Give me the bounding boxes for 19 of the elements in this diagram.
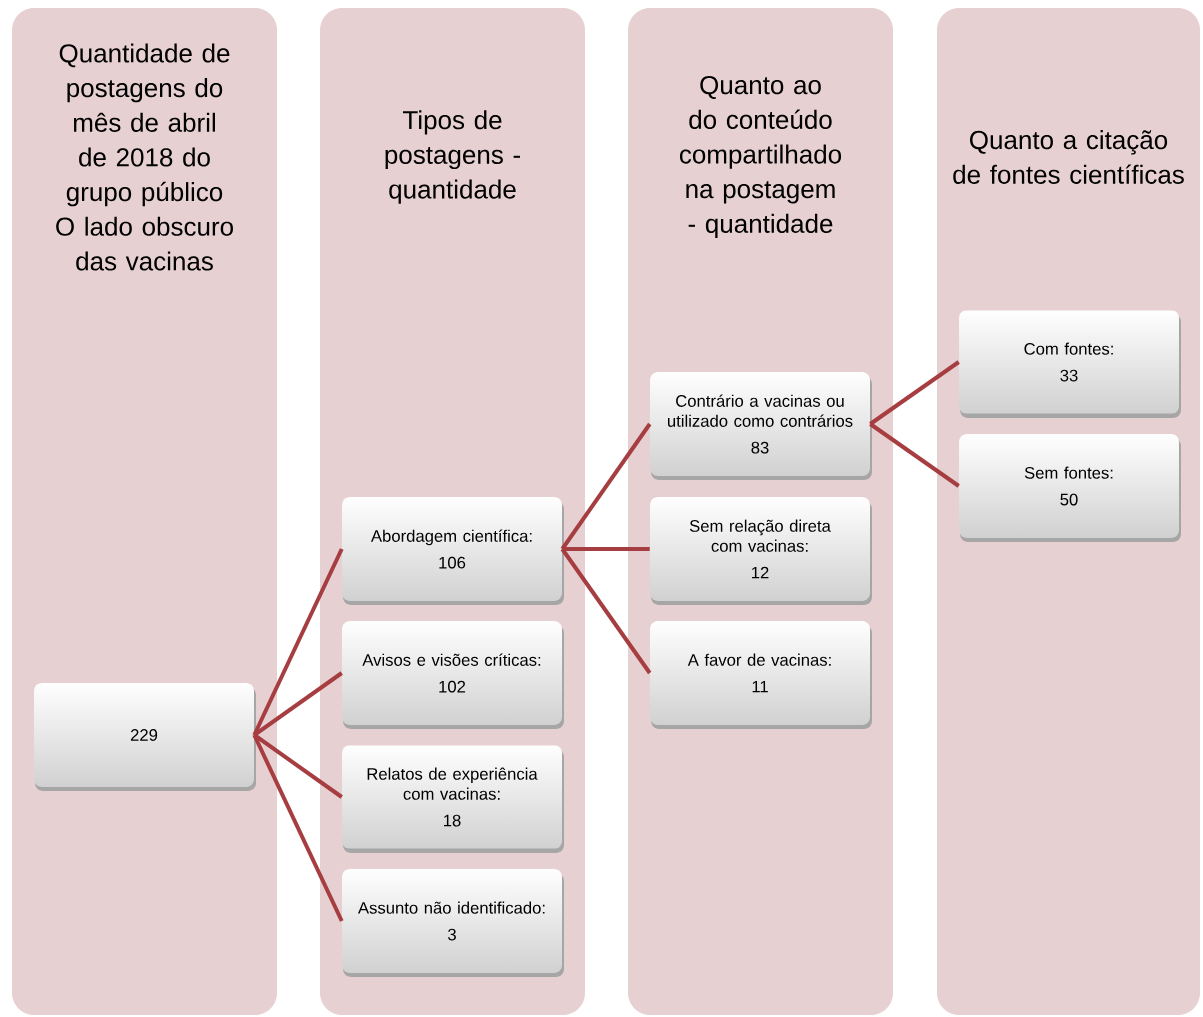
count-box: Com fontes: 33	[959, 310, 1181, 418]
connector-line	[560, 422, 652, 551]
connector-line	[560, 547, 652, 675]
count-box: Sem fontes: 50	[959, 434, 1181, 542]
connector-line	[869, 422, 960, 488]
connector-line	[869, 360, 960, 426]
count-box: Sem relação direta com vacinas: 12	[650, 497, 872, 605]
connector-line	[253, 671, 343, 737]
count-box: Assunto não identificado: 3	[342, 869, 564, 977]
connector-line	[252, 548, 344, 736]
count-box: Abordagem científica: 106	[342, 497, 564, 605]
count-box: Avisos e visões críticas: 102	[342, 621, 564, 729]
count-box: 229	[34, 683, 256, 791]
connector-line	[253, 733, 343, 799]
count-box: A favor de vacinas: 11	[650, 621, 872, 729]
connector-line	[252, 734, 344, 922]
count-box: Contrário a vacinas ou utilizado como contrários 83	[650, 372, 872, 480]
count-box: Relatos de experiência com vacinas: 18	[342, 745, 564, 853]
connector-line	[562, 547, 650, 551]
